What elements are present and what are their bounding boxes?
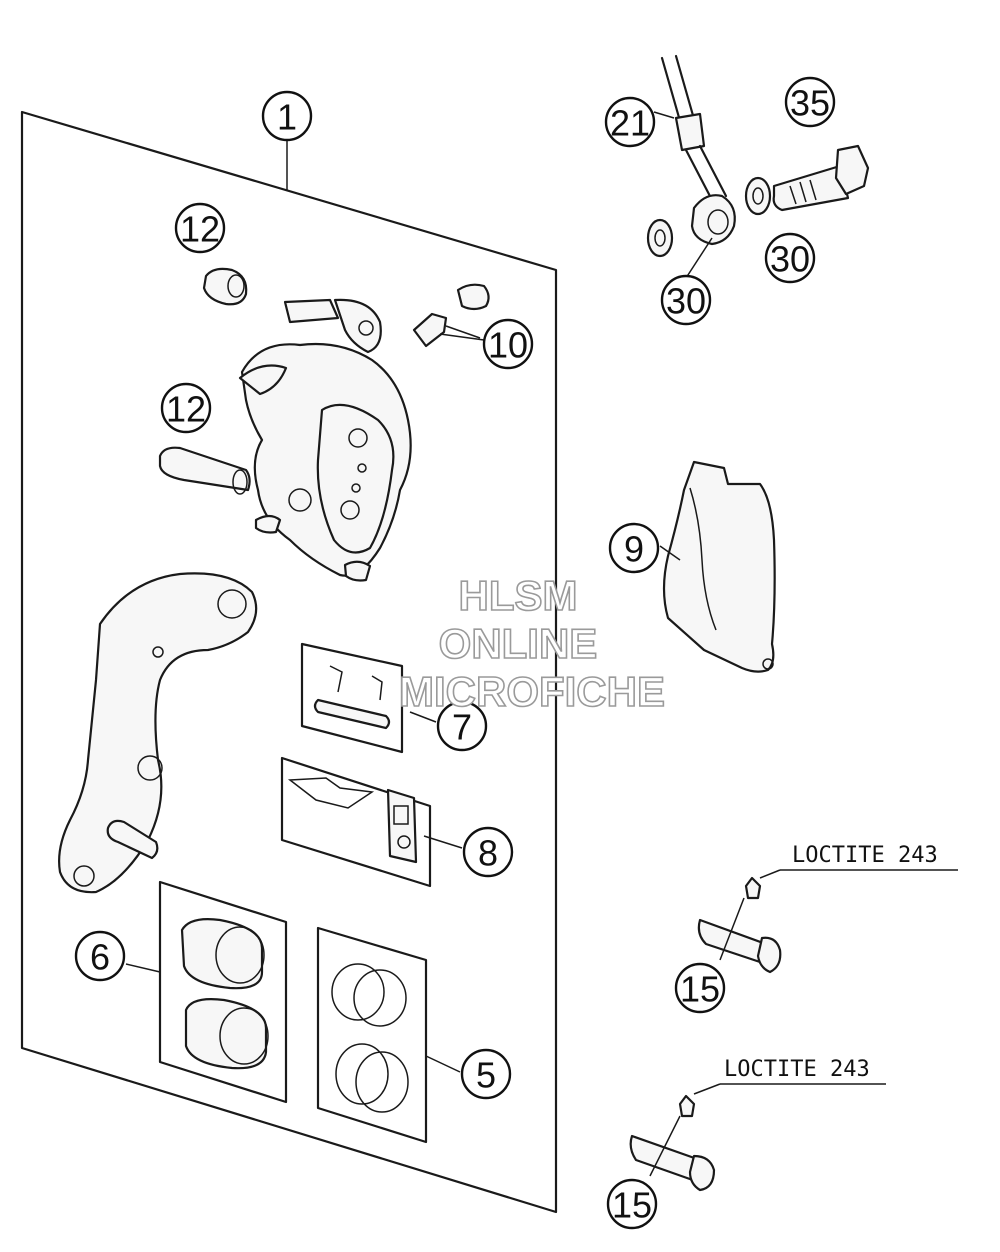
- svg-text:15: 15: [680, 969, 720, 1010]
- pistons-panel: [158, 880, 288, 1104]
- caliper-bolt: [158, 446, 251, 495]
- callout-1: 1: [261, 90, 313, 142]
- callout-6: 6: [74, 930, 126, 982]
- svg-text:12: 12: [166, 389, 206, 430]
- callout-21: 21: [604, 96, 656, 148]
- svg-text:8: 8: [478, 833, 498, 874]
- svg-text:10: 10: [488, 325, 528, 366]
- brake-line: [653, 54, 736, 246]
- callout-30-left: 30: [660, 274, 712, 326]
- banjo-bolt: [772, 144, 870, 212]
- callout-7: 7: [436, 700, 488, 752]
- callout-5: 5: [460, 1048, 512, 1100]
- leader-lines: [125, 237, 745, 1177]
- loctite-label-upper: LOCTITE 243: [792, 843, 938, 868]
- callout-12-top: 12: [174, 202, 226, 254]
- brake-pad: [659, 460, 776, 673]
- callout-9: 9: [608, 522, 660, 574]
- caliper-bracket: [58, 572, 258, 894]
- pin-kit-panel: [300, 642, 404, 754]
- callout-15-lower: 15: [606, 1178, 658, 1230]
- sealing-washer: [646, 176, 772, 258]
- svg-text:6: 6: [90, 937, 110, 978]
- caliper-body: [238, 298, 412, 582]
- svg-text:30: 30: [770, 239, 810, 280]
- watermark: HLSM ONLINE MICROFICHE: [398, 571, 666, 716]
- svg-text:35: 35: [790, 83, 830, 124]
- bleeder-screw: [412, 283, 490, 348]
- caliper-plug: [202, 267, 248, 306]
- svg-text:9: 9: [624, 529, 644, 570]
- svg-text:21: 21: [610, 103, 650, 144]
- seals-panel: [316, 926, 461, 1144]
- svg-text:30: 30: [666, 281, 706, 322]
- callout-8: 8: [462, 826, 514, 878]
- watermark-line-3: MICROFICHE: [399, 668, 665, 715]
- svg-text:15: 15: [612, 1185, 652, 1226]
- svg-text:12: 12: [180, 209, 220, 250]
- watermark-line-1: HLSM: [459, 572, 578, 619]
- mounting-bolt-upper: [697, 869, 958, 974]
- callout-12-mid: 12: [160, 382, 212, 434]
- callout-30-right: 30: [764, 232, 816, 284]
- callout-15-upper: 15: [674, 962, 726, 1014]
- mounting-bolt-lower: [629, 1083, 886, 1192]
- watermark-line-2: ONLINE: [439, 620, 598, 667]
- pad-spring-panel: [280, 756, 432, 888]
- callout-10: 10: [482, 318, 534, 370]
- loctite-label-lower: LOCTITE 243: [724, 1057, 870, 1082]
- assembly-panel: [20, 110, 558, 1214]
- svg-text:7: 7: [452, 707, 472, 748]
- svg-text:1: 1: [277, 97, 297, 138]
- svg-text:5: 5: [476, 1055, 496, 1096]
- callout-35: 35: [784, 76, 836, 128]
